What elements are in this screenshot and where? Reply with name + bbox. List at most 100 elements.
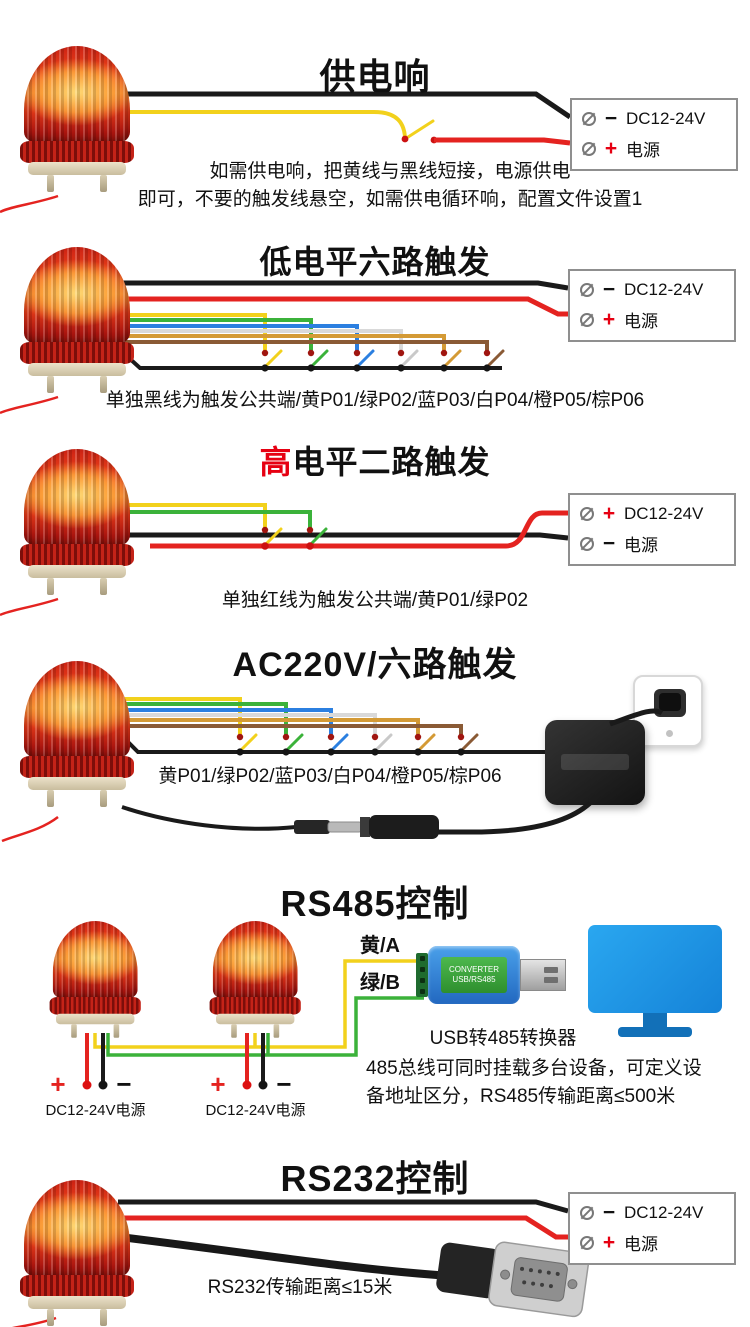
bolt	[100, 376, 107, 393]
bolt	[100, 578, 107, 595]
polarity-sign: −	[602, 532, 616, 555]
beacon-dome	[24, 1180, 130, 1278]
power-terminal: + DC12-24V − 电源	[568, 493, 736, 566]
section-title: RS485控制	[280, 883, 470, 924]
wire-mapping-caption: 单独黑线为触发公共端/黄P01/绿P02/蓝P03/白P04/橙P05/棕P06	[105, 390, 645, 411]
minus-sign: −	[276, 1069, 292, 1099]
screw-terminal-icon	[580, 312, 594, 327]
rs485-note-line: 485总线可同时挂载多台设备，可定义设	[366, 1058, 702, 1079]
section-rs485: RS485控制 黄/A 绿/B CONVERTER USB/RS485	[0, 865, 750, 1140]
beacon-ribs	[20, 1275, 134, 1297]
pin-hole	[419, 967, 425, 972]
beacon-bolts	[18, 790, 136, 807]
plus-sign: +	[50, 1069, 66, 1099]
section-low-level: 低电平六路触发 − DC12-24V + 电源 单独黑线为触发公共端/黄P01/…	[0, 225, 750, 425]
ac-plug	[659, 693, 681, 711]
bolt	[100, 790, 107, 807]
bolt	[47, 175, 54, 192]
pin-hole	[419, 956, 425, 961]
terminal-label: 电源	[624, 1235, 658, 1254]
warning-beacon	[208, 921, 302, 1038]
usb-slot	[544, 977, 558, 983]
beacon-base	[216, 1013, 295, 1025]
adapter-label	[561, 754, 629, 770]
screw-terminal-icon	[580, 282, 594, 297]
beacon-dome	[52, 921, 138, 1000]
terminal-label: 电源	[624, 312, 658, 331]
beacon-ribs	[49, 997, 141, 1015]
terminal-row: + DC12-24V	[580, 503, 724, 524]
warning-beacon	[48, 921, 142, 1038]
beacon-base	[28, 565, 126, 578]
power-terminal: − DC12-24V + 电源	[570, 98, 738, 171]
bolt	[71, 1024, 77, 1038]
beacon-base	[28, 777, 126, 790]
monitor-screen	[588, 925, 722, 1013]
screw-terminal-icon	[580, 1235, 594, 1250]
terminal-label: DC12-24V	[624, 1202, 704, 1222]
minus-sign: −	[116, 1069, 132, 1099]
pin-hole	[419, 989, 425, 994]
beacon-dome	[212, 921, 298, 1000]
usb-plug	[520, 959, 566, 991]
converter-terminal-pins	[416, 953, 428, 997]
polarity-sign: +	[602, 502, 616, 525]
wire-mapping-caption: 单独红线为触发公共端/黄P01/绿P02	[221, 590, 529, 611]
beacon-bolts	[208, 1024, 302, 1038]
beacon-base	[28, 363, 126, 376]
section-title: 高电平二路触发	[0, 437, 750, 483]
polarity-sign: +	[604, 137, 618, 160]
section-power-sound: 供电响 − DC12-24V + 电源 如需供电响，把黄线与黑线短接，电源供电 …	[0, 0, 750, 225]
beacon-bolts	[18, 175, 136, 192]
bolt	[100, 175, 107, 192]
terminal-label: DC12-24V	[624, 279, 704, 299]
beacon-dome	[24, 661, 130, 759]
converter-body: CONVERTER USB/RS485	[428, 946, 520, 1004]
bolt	[273, 1024, 280, 1038]
beacon-ribs	[20, 756, 134, 778]
section-title: AC220V/六路触发	[232, 646, 518, 684]
bolt	[47, 578, 54, 595]
psu-label: DC12-24V电源	[205, 1102, 306, 1119]
section-ac220: AC220V/六路触发 黄P01/绿P02/蓝P03/白P04/橙P05/棕P0…	[0, 625, 750, 865]
terminal-row: − DC12-24V	[580, 279, 724, 300]
beacon-bolts	[18, 1309, 136, 1326]
wall-outlet	[633, 675, 703, 747]
converter-sticker: CONVERTER USB/RS485	[441, 957, 507, 993]
sticker-line: CONVERTER	[448, 965, 500, 974]
terminal-label: DC12-24V	[624, 503, 704, 523]
polarity-sign: −	[604, 107, 618, 130]
beacon-base	[56, 1013, 135, 1025]
bolt	[47, 1309, 54, 1326]
psu-label: DC12-24V电源	[45, 1102, 146, 1119]
converter-caption: USB转485转换器	[429, 1028, 577, 1049]
rs232-caption: RS232传输距离≤15米	[207, 1277, 393, 1298]
terminal-label: DC12-24V	[626, 108, 706, 128]
beacon-bolts	[48, 1024, 142, 1038]
beacon-dome	[24, 46, 130, 144]
power-adapter	[545, 720, 645, 805]
title-highlight: 高	[259, 444, 293, 480]
section-rs232: RS232控制 − DC12-24V + 电源 RS232传输距离≤15米	[0, 1140, 750, 1327]
terminal-label: 电源	[626, 141, 660, 160]
power-terminal: − DC12-24V + 电源	[568, 1192, 736, 1265]
warning-beacon	[18, 661, 136, 807]
usb-slot	[544, 967, 558, 973]
power-terminal: − DC12-24V + 电源	[568, 269, 736, 342]
beacon-dome	[24, 449, 130, 547]
sticker-line: USB/RS485	[452, 975, 496, 984]
section-title: RS232控制	[280, 1158, 470, 1199]
beacon-dome	[24, 247, 130, 345]
pin-hole	[419, 978, 425, 983]
terminal-row: − DC12-24V	[582, 108, 726, 129]
terminal-label: 电源	[624, 536, 658, 555]
bus-b-label: 绿/B	[360, 972, 400, 994]
section-title: 低电平六路触发	[259, 244, 491, 280]
warning-beacon	[18, 46, 136, 192]
screw-terminal-icon	[580, 536, 594, 551]
beacon-bolts	[18, 578, 136, 595]
title-rest: 电平二路触发	[292, 444, 491, 480]
screw-terminal-icon	[582, 141, 596, 156]
polarity-sign: −	[602, 278, 616, 301]
terminal-row: + 电源	[580, 307, 724, 332]
